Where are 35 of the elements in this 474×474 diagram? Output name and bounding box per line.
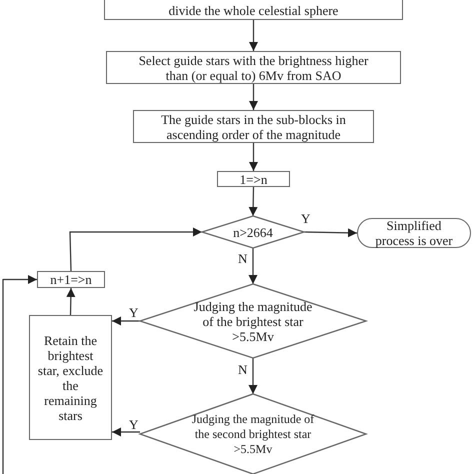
terminal-box <box>357 218 471 248</box>
edge-label: Y <box>128 306 140 319</box>
step-text: The guide stars in the sub-blocks in ascending order of the magnitude <box>160 112 347 142</box>
arrow <box>304 228 358 238</box>
arrow <box>248 358 258 394</box>
arrow <box>66 288 76 316</box>
arrow <box>112 316 140 326</box>
step-text: Judging the magnitude of the second brightest star >5.5Mv <box>190 412 316 456</box>
arrow <box>249 143 258 171</box>
arrow <box>69 228 202 272</box>
step-text: Select guide stars with the brightness higher than (or equal to) 6Mv from SAO <box>138 52 370 82</box>
edge-label: N <box>237 363 248 376</box>
step-text: divide the whole celestial sphere <box>168 3 340 18</box>
step-text: Judging the magnitude of the brightest star >5.5Mv <box>193 298 313 344</box>
step-text: n+1=>n <box>49 272 93 287</box>
process-box <box>217 171 290 187</box>
arrow <box>2 275 37 474</box>
arrow <box>112 428 140 436</box>
process-box <box>37 271 105 288</box>
edge-label: N <box>237 252 248 265</box>
edge-label: Y <box>300 212 312 225</box>
arrow <box>248 186 258 216</box>
step-text: Retain the brightest star, exclude the remaining stars <box>36 332 104 422</box>
arrow <box>248 248 258 284</box>
step-text: 1=>n <box>238 172 268 186</box>
step-text: n>2664 <box>232 224 274 240</box>
decision-diamond <box>140 284 366 358</box>
arrow <box>249 84 258 110</box>
process-box <box>106 51 401 84</box>
process-box <box>29 315 112 440</box>
arrow <box>249 20 258 51</box>
step-text: Simplified process is over <box>374 218 454 248</box>
decision-diamond <box>140 394 366 474</box>
edge-label: Y <box>128 418 140 431</box>
process-box <box>133 110 374 143</box>
